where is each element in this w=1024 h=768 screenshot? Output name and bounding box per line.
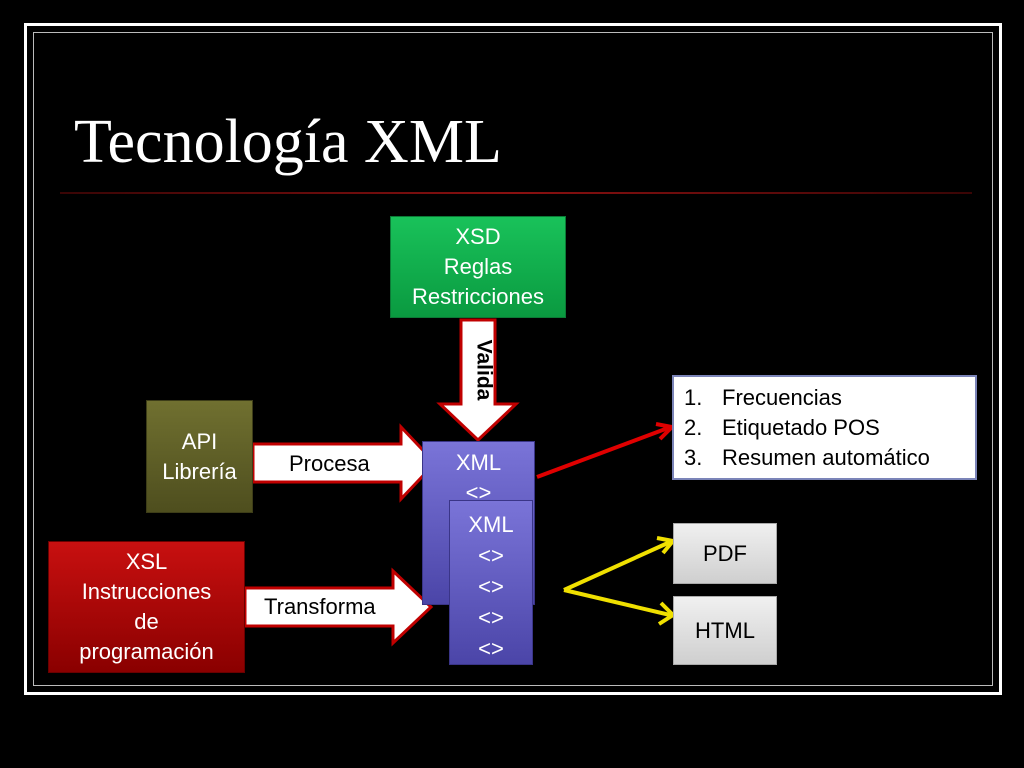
title-divider — [60, 192, 972, 194]
transforma-label: Transforma — [264, 594, 376, 619]
xsl-box: XSL Instrucciones de programación — [48, 541, 245, 673]
xsl-line-4: programación — [79, 639, 214, 664]
yellow-connector-html — [563, 588, 671, 617]
list-item-number: 3. — [684, 445, 703, 470]
red-connector — [536, 426, 669, 479]
transforma-arrow — [243, 567, 434, 647]
list-item-number: 2. — [684, 415, 703, 440]
valida-arrow — [436, 318, 520, 443]
xsd-line-2: Reglas — [443, 254, 513, 279]
slide-title: Tecnología XML — [74, 108, 502, 176]
xsd-line-1: XSD — [455, 224, 501, 249]
xsl-line-1: XSL — [125, 549, 168, 574]
xsl-line-3: de — [134, 609, 159, 634]
analysis-list: 1. Frecuencias 2. Etiquetado POS 3. Resumen… — [672, 375, 977, 480]
xml-document-front: XML <> <> <> <> — [449, 500, 533, 665]
api-line-2: Librería — [162, 458, 237, 484]
list-item: 2. Etiquetado POS — [684, 413, 975, 443]
xml-front-line-3: <> — [478, 574, 504, 599]
list-item: 1. Frecuencias — [684, 383, 975, 413]
procesa-label: Procesa — [289, 451, 370, 476]
xml-front-line-1: XML — [468, 512, 514, 537]
xsd-box: XSD Reglas Restricciones — [390, 216, 566, 318]
xml-front-line-5: <> — [478, 636, 504, 661]
xsd-line-3: Restricciones — [411, 284, 545, 309]
list-item-text: Frecuencias — [722, 385, 842, 410]
list-item: 3. Resumen automático — [684, 443, 975, 473]
html-output-box: HTML — [673, 596, 777, 665]
xml-front-line-2: <> — [478, 543, 504, 568]
slide-outer-frame — [24, 23, 1002, 695]
list-item-number: 1. — [684, 385, 703, 410]
api-box: API Librería — [146, 400, 253, 513]
xsl-line-2: Instrucciones — [81, 579, 212, 604]
api-line-1: API — [181, 428, 218, 454]
slide-inner-frame — [33, 32, 993, 686]
list-item-text: Resumen automático — [722, 445, 930, 470]
pdf-output-box: PDF — [673, 523, 777, 584]
xml-front-line-4: <> — [478, 605, 504, 630]
valida-label: Valida — [472, 339, 496, 401]
xml-back-line-1: XML — [455, 450, 502, 475]
yellow-connector-pdf — [563, 540, 671, 592]
procesa-arrow — [251, 423, 438, 503]
list-item-text: Etiquetado POS — [722, 415, 880, 440]
